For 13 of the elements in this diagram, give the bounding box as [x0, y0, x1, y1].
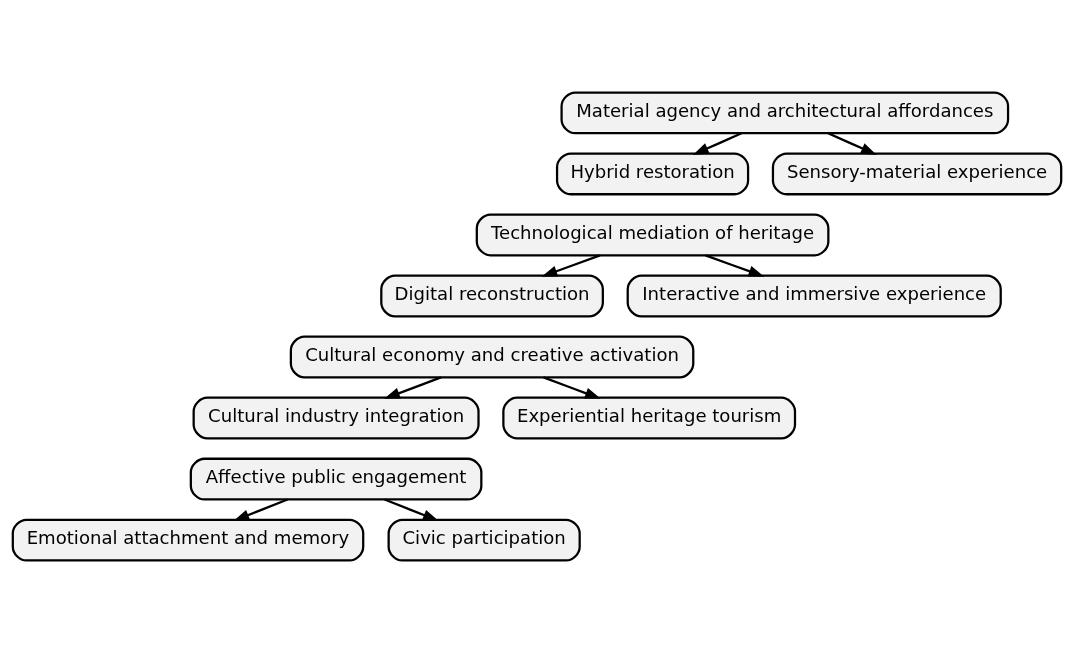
- node-box: Technological mediation of heritage: [475, 213, 830, 257]
- node-box: Sensory-material experience: [771, 152, 1063, 196]
- node-box: Cultural economy and creative activation: [289, 335, 695, 379]
- node-box: Interactive and immersive experience: [626, 274, 1002, 318]
- node-box: Hybrid restoration: [555, 152, 750, 196]
- node-box: Emotional attachment and memory: [11, 518, 365, 562]
- node-box: Affective public engagement: [189, 457, 483, 501]
- arrow: [233, 498, 288, 521]
- node-box: Digital reconstruction: [380, 274, 604, 318]
- node-box: Material agency and architectural affordances: [560, 91, 1010, 135]
- node-box: Cultural industry integration: [192, 396, 480, 440]
- node-box: Experiential heritage tourism: [502, 396, 797, 440]
- node-box: Civic participation: [387, 518, 581, 562]
